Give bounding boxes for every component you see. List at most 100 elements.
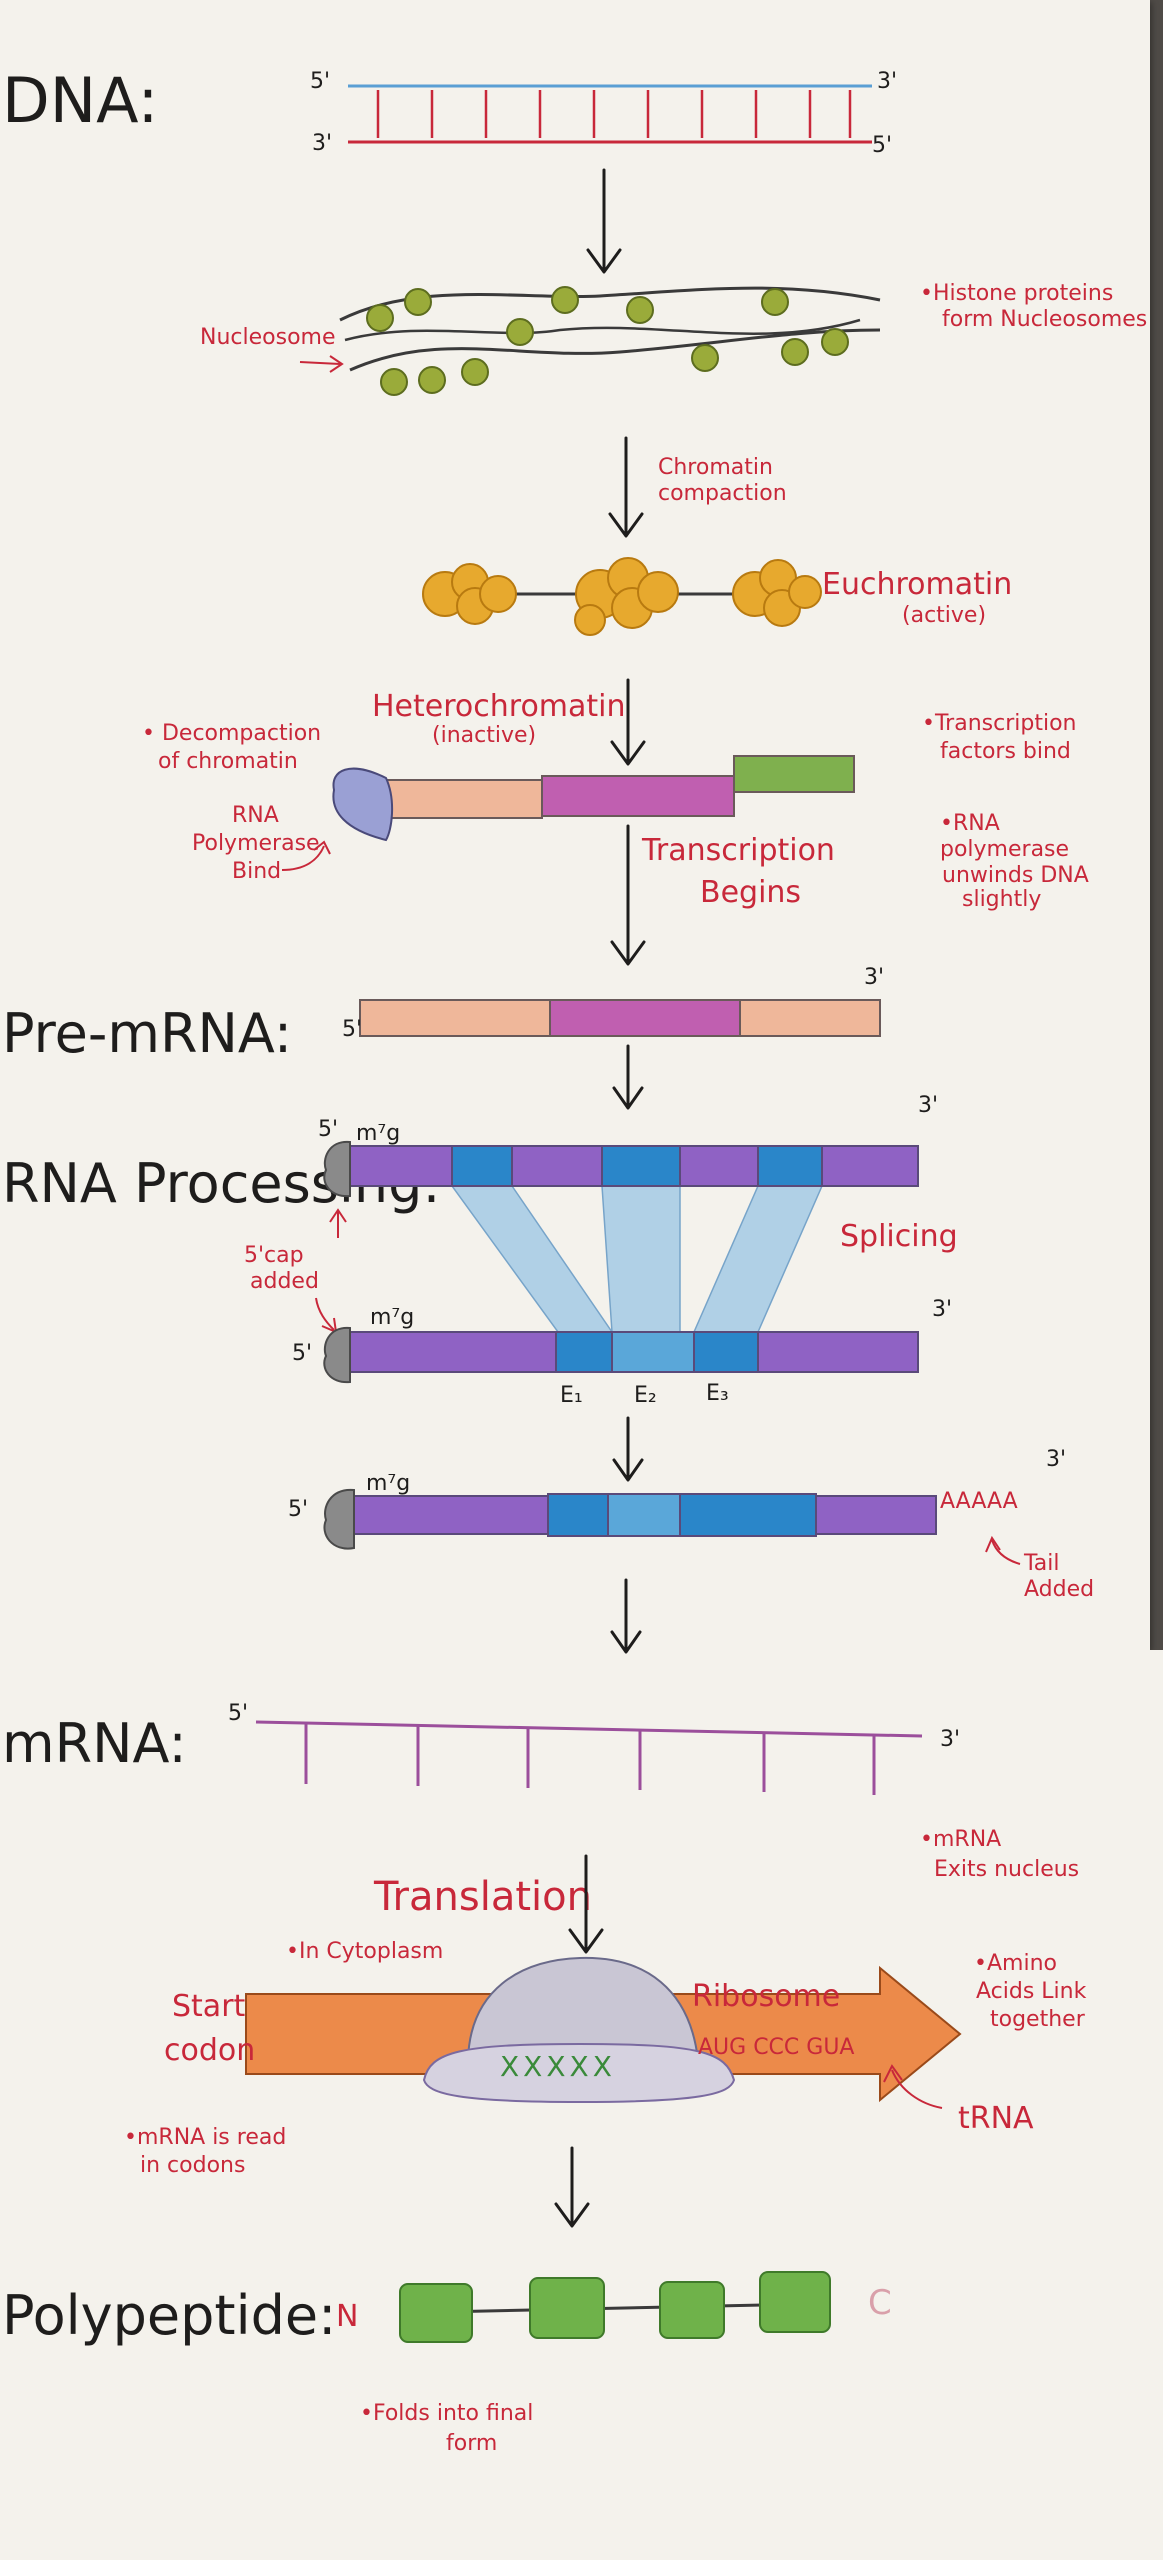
rna-polymerase-shape xyxy=(332,767,394,842)
amino-note-line1: •Amino xyxy=(974,1951,1057,1976)
read-note-line2: in codons xyxy=(140,2153,245,2178)
dna-double-strand xyxy=(348,84,872,144)
stage-title-dna: DNA: xyxy=(2,64,158,137)
folds-note-line2: form xyxy=(446,2431,497,2456)
pre-processing-bar xyxy=(347,1145,919,1187)
chromatin-compaction-line2: compaction xyxy=(658,481,787,506)
mature-5prime: 5' xyxy=(288,1497,308,1522)
note-tf-line2: factors bind xyxy=(940,739,1071,764)
mrna-exits-line1: •mRNA xyxy=(920,1827,1001,1852)
mrna-exits-line2: Exits nucleus xyxy=(934,1857,1079,1882)
processing-cap-mark: m⁷g xyxy=(356,1121,400,1146)
cap-note-line1: 5'cap xyxy=(244,1243,304,1268)
dna-bottom-5prime: 5' xyxy=(872,133,892,158)
dna-top-3prime: 3' xyxy=(877,69,897,94)
c-terminus: C xyxy=(868,2283,892,2323)
ribosome-sites: XXXXX xyxy=(500,2050,616,2083)
mrna-strand xyxy=(255,1720,923,1795)
cap-note-arrows xyxy=(315,1208,347,1334)
heterochromatin-label: Heterochromatin xyxy=(372,689,626,724)
codon-sequence: AUG CCC GUA xyxy=(698,2035,854,2060)
mrna-3prime: 3' xyxy=(940,1727,960,1752)
note-tf-line1: •Transcription xyxy=(922,711,1076,736)
exon-1-label: E₁ xyxy=(560,1383,583,1408)
dna-bottom-3prime: 3' xyxy=(312,131,332,156)
spliced-bar xyxy=(347,1331,919,1373)
mature-cap-mark: m⁷g xyxy=(366,1471,410,1496)
rna-polymerase-line1: RNA xyxy=(232,803,279,828)
five-prime-cap-1 xyxy=(323,1140,351,1198)
start-codon-line1: Start xyxy=(172,1989,246,2024)
mrna-5prime: 5' xyxy=(228,1701,248,1726)
tail-note-line1: Tail xyxy=(1023,1551,1060,1576)
processing-3prime: 3' xyxy=(918,1093,938,1118)
note-histone-line2: form Nucleosomes xyxy=(942,307,1147,332)
transcription-line1: Transcription xyxy=(641,833,835,868)
pre-mrna-5prime: 5' xyxy=(342,1017,362,1042)
folds-note-line1: •Folds into final xyxy=(360,2401,533,2426)
rna-polymerase-line2: Polymerase xyxy=(192,831,320,856)
in-cytoplasm-note: •In Cytoplasm xyxy=(286,1939,443,1964)
nucleosome-strand xyxy=(339,286,881,396)
exon-3-label: E₃ xyxy=(706,1381,729,1406)
euchromatin-state: (active) xyxy=(902,603,986,628)
mature-mrna-bar xyxy=(349,1493,937,1537)
down-arrow-3 xyxy=(610,678,646,766)
ribosome-label: Ribosome xyxy=(692,1979,840,2014)
down-arrow-4 xyxy=(610,824,646,966)
down-arrow-1 xyxy=(586,168,622,274)
translation-title: Translation xyxy=(373,1874,592,1920)
tail-arrow xyxy=(985,1535,1021,1565)
transcription-line2: Begins xyxy=(700,875,801,910)
nucleosome-pointer-arrow xyxy=(299,355,344,373)
down-arrow-8 xyxy=(568,1854,604,1954)
read-note-line1: •mRNA is read xyxy=(124,2125,286,2150)
stage-title-mrna: mRNA: xyxy=(2,1712,187,1775)
splicing-connectors xyxy=(450,1185,824,1333)
down-arrow-2 xyxy=(608,436,644,538)
down-arrow-7 xyxy=(610,1578,642,1654)
gene-template-bar xyxy=(381,755,855,819)
note-unwind-line3: unwinds DNA xyxy=(942,863,1089,888)
five-prime-cap-3 xyxy=(323,1488,355,1550)
note-unwind-line1: •RNA xyxy=(940,811,1000,836)
paper-sheet-bottom xyxy=(0,1650,1163,2560)
note-unwind-line4: slightly xyxy=(962,887,1041,912)
spliced-5prime: 5' xyxy=(292,1341,312,1366)
ribosome xyxy=(422,1956,736,2104)
polypeptide-chain xyxy=(399,2271,831,2343)
spliced-3prime: 3' xyxy=(932,1297,952,1322)
euchromatin-label: Euchromatin xyxy=(822,567,1012,602)
note-unwind-line2: polymerase xyxy=(940,837,1069,862)
exon-2-label: E₂ xyxy=(634,1383,657,1408)
cap-note-line2: added xyxy=(250,1269,319,1294)
trna-pointer-arrow xyxy=(883,2064,943,2109)
five-prime-cap-2 xyxy=(323,1326,351,1384)
poly-a-tail: AAAAA xyxy=(940,1489,1018,1514)
dna-top-5prime: 5' xyxy=(310,69,330,94)
pre-mrna-3prime: 3' xyxy=(864,965,884,990)
down-arrow-6 xyxy=(612,1416,644,1482)
poly-a-3prime: 3' xyxy=(1046,1447,1066,1472)
start-codon-line2: codon xyxy=(164,2033,255,2068)
note-decompaction-line1: • Decompaction xyxy=(142,721,321,746)
stage-title-pre-mrna: Pre-mRNA: xyxy=(2,1002,292,1065)
stage-title-polypeptide: Polypeptide: xyxy=(2,2284,336,2347)
nucleosome-label: Nucleosome xyxy=(200,325,336,350)
tail-note-line2: Added xyxy=(1024,1577,1094,1602)
rna-polymerase-line3: Bind xyxy=(232,859,281,884)
n-terminus: N xyxy=(336,2299,358,2334)
trna-label: tRNA xyxy=(958,2101,1034,2136)
splicing-label: Splicing xyxy=(840,1219,958,1254)
amino-note-line2: Acids Link xyxy=(976,1979,1087,2004)
chromatin-compaction-line1: Chromatin xyxy=(658,455,773,480)
spliced-cap-mark: m⁷g xyxy=(370,1305,414,1330)
pre-mrna-bar xyxy=(359,999,881,1037)
processing-5prime: 5' xyxy=(318,1117,338,1142)
rna-polymerase-pointer-arrow xyxy=(281,840,331,871)
euchromatin-fibre xyxy=(422,557,822,636)
note-decompaction-line2: of chromatin xyxy=(158,749,298,774)
down-arrow-5 xyxy=(612,1044,644,1110)
heterochromatin-state: (inactive) xyxy=(432,723,536,748)
